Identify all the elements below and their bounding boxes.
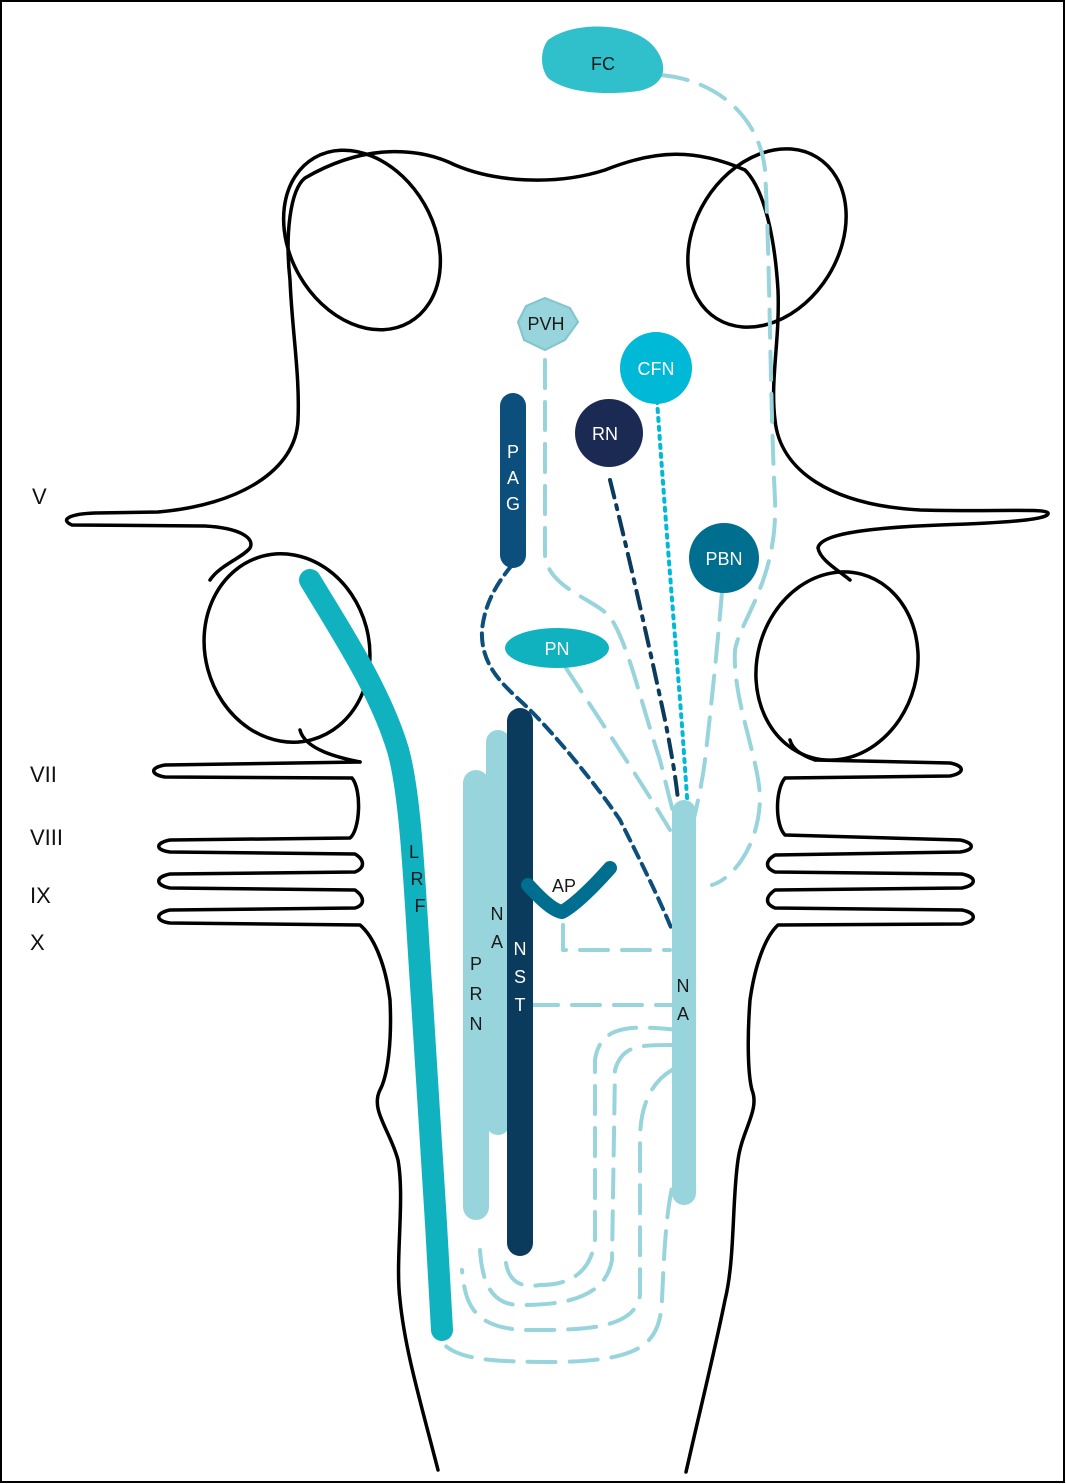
lrf-column: [310, 580, 442, 1330]
fc-label: FC: [591, 54, 615, 74]
cfn-label: CFN: [638, 359, 675, 379]
column-labels: P A G L R F P R N N A N S T N A: [409, 442, 690, 1034]
pathways: [440, 75, 775, 1362]
nerve-viii-label: VIII: [30, 825, 63, 850]
pvh-label: PVH: [527, 314, 564, 334]
ap-label: AP: [552, 876, 576, 896]
na-left-label-2: A: [491, 932, 503, 952]
lrf-label-2: R: [411, 869, 424, 889]
prn-label-3: N: [470, 1014, 483, 1034]
nerve-v-label: V: [32, 484, 47, 509]
fc-pathway: [660, 75, 775, 885]
prn-label-2: R: [470, 984, 483, 1004]
nerve-x-label: X: [30, 930, 45, 955]
pbn-label: PBN: [705, 549, 742, 569]
ap-pathway: [563, 925, 670, 950]
lrf-label-3: F: [415, 896, 426, 916]
cfn-pathway: [657, 400, 688, 810]
pag-label-1: P: [507, 442, 519, 462]
nerve-ix-label: IX: [30, 883, 51, 908]
pag-label-2: A: [507, 468, 519, 488]
pag-label-3: G: [506, 494, 520, 514]
nst-label-2: S: [514, 967, 526, 987]
na-right-label-2: A: [677, 1004, 689, 1024]
nst-label-3: T: [515, 995, 526, 1015]
na-left-label-1: N: [491, 904, 504, 924]
prn-label-1: P: [470, 954, 482, 974]
pn-label: PN: [544, 639, 569, 659]
rn-label: RN: [592, 424, 618, 444]
lrf-label-1: L: [409, 842, 419, 862]
cranial-nerve-labels: V VII VIII IX X: [30, 484, 63, 955]
nst-label-1: N: [514, 939, 527, 959]
na-right-label-1: N: [677, 976, 690, 996]
na-right-column: [672, 800, 696, 1205]
nerve-vii-label: VII: [30, 762, 57, 787]
